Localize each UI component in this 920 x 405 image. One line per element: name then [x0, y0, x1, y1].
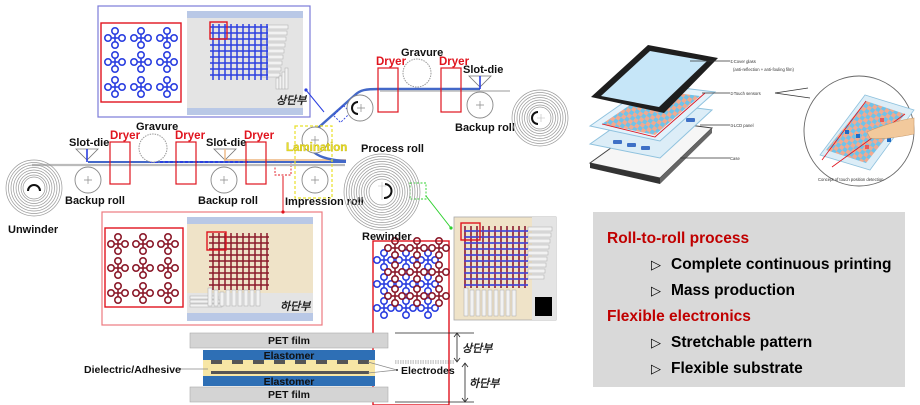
device-caption: Concept of touch position detection [818, 177, 884, 182]
device-exploded-view: ①Cover glass (anti-reflection + anti-fou… [588, 45, 915, 187]
pet-film-bottom [189, 386, 389, 403]
triangle-bullet-icon: ▷ [651, 283, 661, 298]
process-roll: Process roll [301, 126, 424, 155]
slot-die-1-label: Slot-die [69, 137, 109, 149]
gravure-2-label: Gravure [401, 47, 443, 59]
svg-text:PET film: PET film [268, 389, 310, 401]
section-heading-flexible-electronics: Flexible electronics [607, 308, 751, 325]
triangle-bullet-icon: ▷ [651, 335, 661, 350]
cover-glass-sublabel: (anti-reflection + anti-fouling film) [733, 67, 794, 72]
rewinder-inset-grid [409, 182, 557, 321]
summary-item-text: Stretchable pattern [671, 334, 813, 351]
lower-inset: 하단부 [101, 159, 323, 326]
dryer-5-label: Dryer [439, 56, 470, 68]
unwinder-label: Unwinder [8, 224, 59, 236]
dryer-2-label: Dryer [175, 130, 206, 142]
dryer-3: Dryer [244, 130, 275, 185]
impression-roll-label: Impression roll [285, 196, 364, 208]
upper-grid [210, 24, 268, 80]
summary-item: ▷ Stretchable pattern [607, 330, 905, 356]
electrodes-label: Electrodes [401, 365, 455, 377]
svg-text:PET film: PET film [268, 335, 310, 347]
dryer-5: Dryer [439, 56, 470, 113]
process-roll-label: Process roll [361, 143, 424, 155]
rewinder-inset-clover [372, 237, 451, 405]
upper-label: 상단부 [276, 94, 307, 107]
backup-roll-2: Backup roll [198, 166, 258, 207]
top-electrodes [211, 360, 369, 364]
summary-box: Roll-to-roll process ▷ Complete continuou… [593, 212, 905, 387]
summary-item: ▷ Mass production [607, 278, 905, 304]
unwinder: Unwinder [5, 159, 63, 236]
cover-glass-label: ①Cover glass [730, 59, 756, 64]
pet-film-top [189, 332, 389, 349]
dryer-1: Dryer [109, 130, 141, 185]
slot-die-2-label: Slot-die [206, 137, 246, 149]
elastomer-bottom [203, 376, 375, 386]
backup-roll-1-label: Backup roll [65, 195, 125, 207]
stack-lower-label: 하단부 [469, 377, 500, 390]
dryer-1-label: Dryer [110, 130, 141, 142]
triangle-bullet-icon: ▷ [651, 257, 661, 272]
rewinder-label: Rewinder [362, 231, 412, 243]
supply-roll-upper [511, 89, 569, 147]
backup-roll-2-label: Backup roll [198, 195, 258, 207]
summary-item: ▷ Flexible substrate [607, 356, 905, 382]
svg-text:Elastomer: Elastomer [264, 350, 315, 362]
dryer-4: Dryer [376, 56, 407, 113]
lcd-panel-label: ③LCD panel [730, 123, 754, 128]
backup-roll-3: Backup roll [455, 91, 515, 134]
backup-roll-upper-left [346, 94, 374, 122]
triangle-bullet-icon: ▷ [651, 361, 661, 376]
slot-die-1: Slot-die [69, 137, 109, 162]
slot-die-2: Slot-die [206, 137, 246, 161]
case-label: Case [730, 156, 740, 161]
summary-item: ▷ Complete continuous printing [607, 252, 905, 278]
upper-clover-pattern [104, 26, 178, 98]
section-heading-roll-to-roll: Roll-to-roll process [607, 230, 750, 247]
gravure-2: Gravure [401, 47, 443, 88]
lamination-box [294, 125, 333, 199]
slot-die-3-label: Slot-die [463, 64, 503, 76]
lower-clover-pattern [107, 233, 179, 305]
summary-item-text: Flexible substrate [671, 360, 803, 377]
elastomer-top [203, 350, 375, 360]
rewinder: Rewinder [343, 153, 421, 243]
impression-roll: Impression roll [285, 166, 364, 208]
lamination-label: Lamination [286, 142, 347, 154]
backup-roll-3-label: Backup roll [455, 122, 515, 134]
stack-upper-label: 상단부 [462, 342, 493, 355]
gravure-1-label: Gravure [136, 121, 178, 133]
dryer-2: Dryer [175, 130, 206, 185]
bottom-electrode [211, 371, 369, 374]
layer-stack: PET film Elastomer Elastomer PET film Di… [84, 332, 500, 403]
upper-inset: 상단부 [97, 5, 325, 118]
backup-roll-1: Backup roll [65, 166, 125, 207]
dryer-3-label: Dryer [244, 130, 275, 142]
lower-grid [209, 233, 269, 290]
svg-text:Elastomer: Elastomer [264, 376, 315, 388]
slot-die-3: Slot-die [463, 64, 503, 89]
web-path [32, 87, 510, 199]
lower-label: 하단부 [280, 300, 311, 313]
dryer-4-label: Dryer [376, 56, 407, 68]
touch-sensors-label: ②Touch sensors [730, 91, 761, 96]
finger-icon [866, 117, 915, 139]
dielectric-label: Dielectric/Adhesive [84, 364, 181, 376]
gravure-1: Gravure [136, 121, 178, 163]
summary-item-text: Complete continuous printing [671, 256, 892, 273]
summary-item-text: Mass production [671, 282, 796, 299]
